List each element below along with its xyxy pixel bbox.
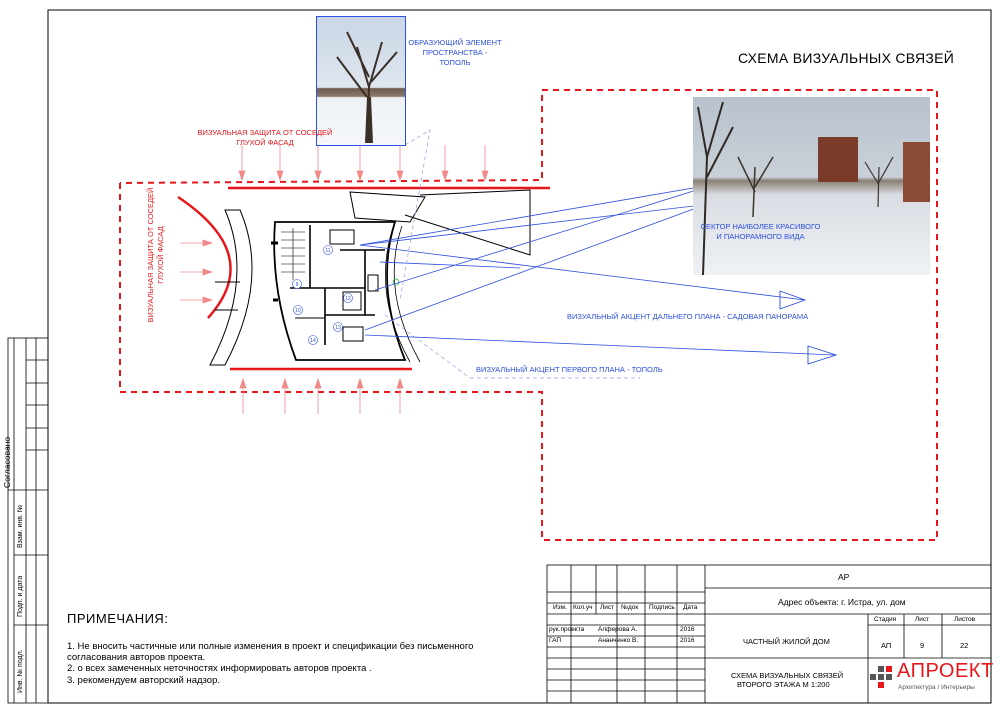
- logo-text: АПРОЕКТ: [897, 660, 994, 682]
- tb-header-date: Дата: [683, 604, 698, 611]
- tb-object-name: ЧАСТНЫЙ ЖИЛОЙ ДОМ: [743, 637, 830, 646]
- near-accent-label: ВИЗУАЛЬНЫЙ АКЦЕНТ ПЕРВОГО ПЛАНА - ТОПОЛЬ: [476, 365, 663, 374]
- title-block-grid: [546, 564, 992, 704]
- tb-header-kol: Кол.уч: [573, 604, 593, 611]
- tb-stage-label: Стадия: [874, 616, 897, 623]
- note-2: 2. о всех замеченных неточностях информи…: [67, 663, 372, 674]
- room-10: 10: [295, 308, 301, 314]
- room-13: 13: [335, 325, 341, 331]
- tb-sheets: 22: [960, 641, 969, 650]
- arrow-far: [779, 290, 807, 310]
- stamp-inv-replace: Взам. инв. №: [17, 504, 24, 548]
- stamp-sign-date: Подп. и дата: [17, 575, 24, 617]
- tb-row2-year: 2016: [680, 637, 695, 644]
- tb-row1-year: 2016: [680, 626, 695, 633]
- tb-address: Адрес объекта: г. Истра, ул. дом: [778, 597, 906, 607]
- tb-stage: АП: [881, 641, 892, 650]
- side-stamp-grid: [7, 337, 49, 704]
- tb-row1-role: рук.проекта: [549, 626, 585, 633]
- stamp-inv-orig: Инв. № подл.: [17, 649, 24, 693]
- note-3: 3. рекомендуем авторский надзор.: [67, 675, 220, 686]
- tb-sheet-title-1: СХЕМА ВИЗУАЛЬНЫХ СВЯЗЕЙ: [731, 671, 844, 680]
- tb-sheet-title-2: ВТОРОГО ЭТАЖА М 1:200: [737, 680, 830, 689]
- panorama-sector-label: СЕКТОР НАИБОЛЕЕ КРАСИВОГО И ПАНОРАМНОГО …: [700, 222, 821, 241]
- note-1-cont: согласования авторов проекта.: [67, 652, 206, 663]
- room-11: 11: [325, 248, 330, 254]
- tb-sheet: 9: [920, 641, 925, 650]
- panorama-photo: [693, 97, 930, 275]
- visual-zone-boundary: [119, 89, 938, 541]
- arrow-near: [807, 345, 838, 365]
- page-title: СХЕМА ВИЗУАЛЬНЫХ СВЯЗЕЙ: [738, 50, 955, 66]
- logo-mark: [870, 666, 892, 688]
- room-14: 14: [310, 338, 316, 344]
- room-markers: [292, 245, 353, 345]
- tb-code: АР: [838, 572, 850, 582]
- tree-photo: [316, 16, 406, 146]
- floor-plan: [209, 189, 531, 366]
- protection-label-left: ВИЗУАЛЬНАЯ ЗАЩИТА ОТ СОСЕДЕЙ ГЛУХОЙ ФАСА…: [146, 187, 165, 323]
- tb-sheet-label: Лист: [915, 616, 930, 623]
- protection-label-top: ВИЗУАЛЬНАЯ ЗАЩИТА ОТ СОСЕДЕЙ ГЛУХОЙ ФАСА…: [197, 128, 333, 147]
- view-lines: [359, 174, 836, 356]
- protection-arrows-left: [180, 239, 214, 304]
- room-9: 9: [296, 282, 299, 288]
- tb-header-list: Лист: [600, 604, 615, 611]
- notes-heading: ПРИМЕЧАНИЯ:: [67, 611, 169, 626]
- tb-row2-role: ГАП: [549, 637, 562, 644]
- tb-header-ndok: №док: [621, 604, 639, 611]
- protection-arrows-bottom: [239, 377, 404, 414]
- tb-header-sign: Подпись: [649, 604, 675, 611]
- tb-row1-name: Алферова А.: [598, 626, 638, 633]
- logo-subtext: Архитектура / Интерьеры: [898, 684, 975, 691]
- tb-header-izm: Изм.: [553, 604, 567, 611]
- note-1: 1. Не вносить частичные или полные измен…: [67, 641, 474, 652]
- tree-element-label: ОБРАЗУЮЩИЙ ЭЛЕМЕНТ ПРОСТРАНСТВА - ТОПОЛЬ: [408, 38, 502, 67]
- tb-row2-name: Ананченко В.: [598, 637, 639, 644]
- far-accent-label: ВИЗУАЛЬНЫЙ АКЦЕНТ ДАЛЬНЕГО ПЛАНА - САДОВ…: [567, 312, 809, 321]
- tb-sheets-label: Листов: [954, 616, 976, 623]
- room-12: 12: [345, 296, 351, 302]
- protection-arrows-top: [238, 145, 489, 182]
- stamp-approved: Согласовано: [2, 436, 12, 488]
